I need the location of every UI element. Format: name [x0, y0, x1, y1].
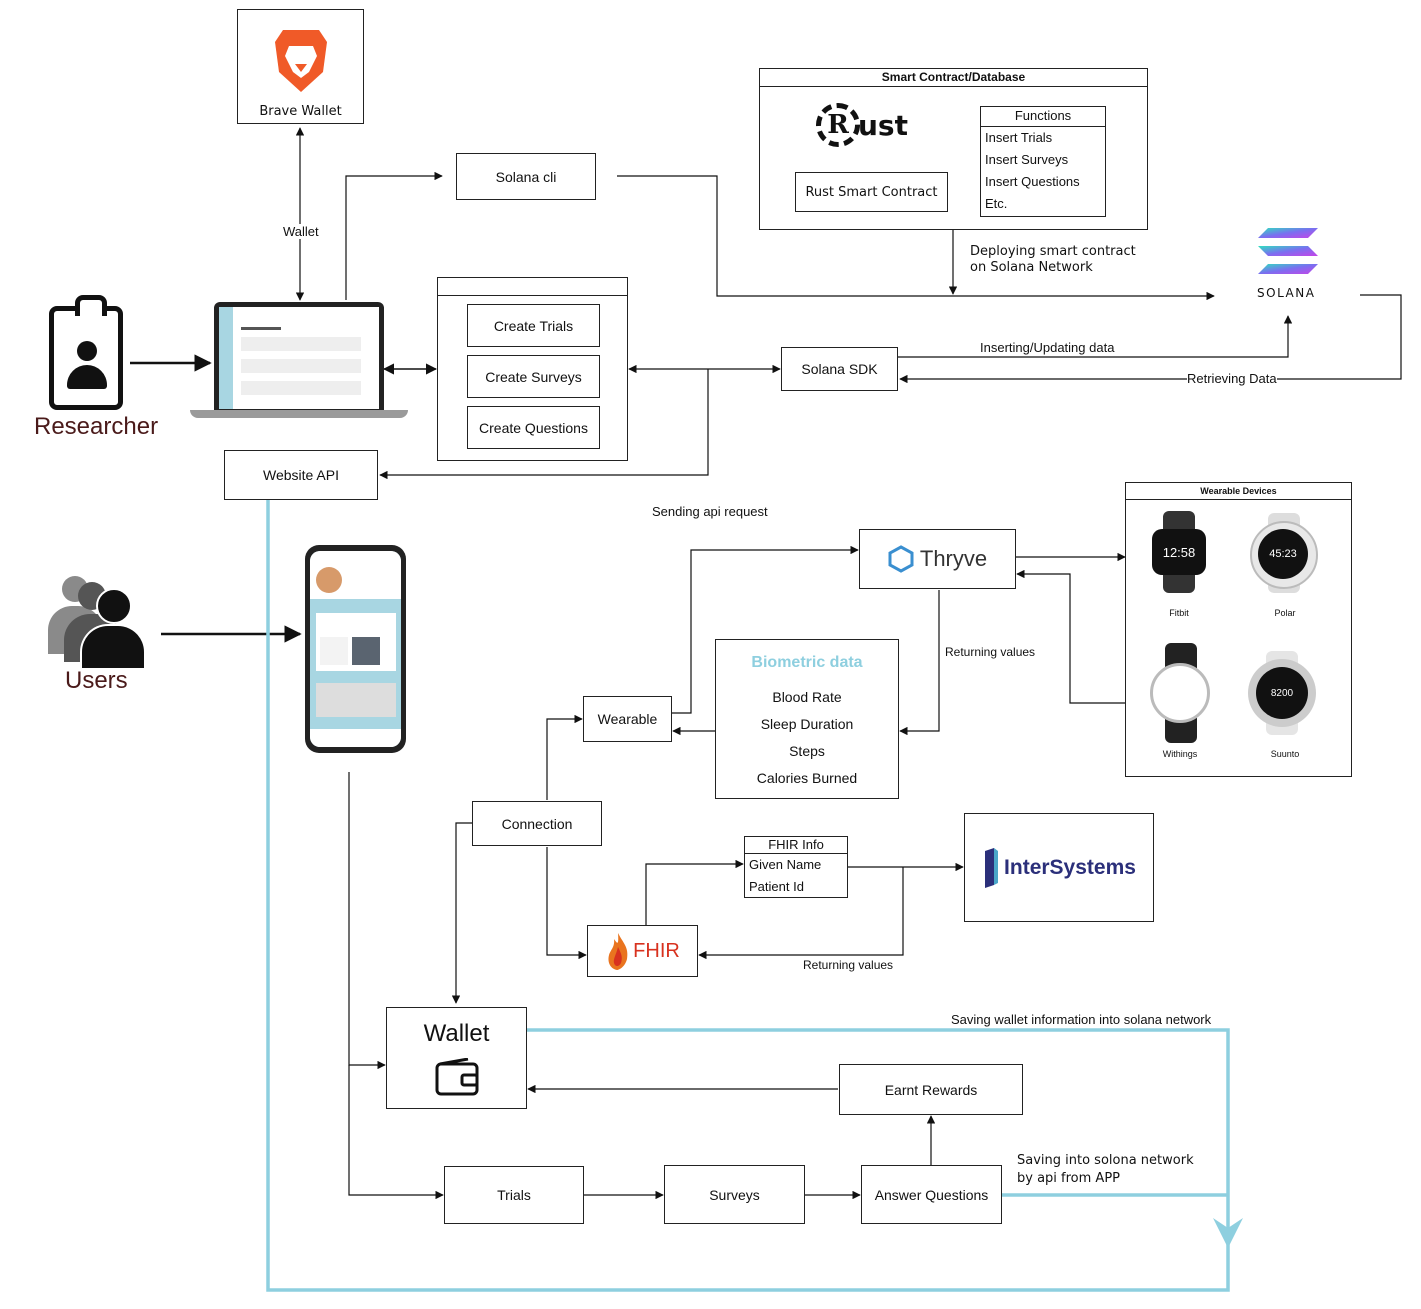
wallet-icon [435, 1058, 478, 1096]
rust-logo: R ust [816, 103, 908, 147]
connection-box: Connection [472, 801, 602, 846]
trials-box: Trials [444, 1166, 584, 1224]
polar-watch-icon: 45:23 [1246, 513, 1322, 593]
surveys-box: Surveys [664, 1165, 805, 1224]
users-group-icon [48, 576, 146, 668]
researcher-clipboard-icon [49, 295, 123, 410]
biometric-item: Blood Rate [772, 689, 842, 705]
fitbit-watch-icon: 12:58 [1146, 511, 1212, 593]
wearable-box: Wearable [583, 696, 672, 742]
saving-solona-label-1: Saving into solona network [1017, 1153, 1194, 1168]
biometric-item: Calories Burned [756, 770, 858, 786]
inserting-label: Inserting/Updating data [980, 340, 1115, 355]
brave-lion-icon [275, 30, 327, 92]
solana-cli-box: Solana cli [456, 153, 596, 200]
function-item: Insert Surveys [985, 152, 1069, 167]
smart-contract-panel: Smart Contract/Database R ust Rust Smart… [759, 68, 1148, 230]
thryve-box: Thryve [859, 529, 1016, 589]
saving-wallet-label: Saving wallet information into solana ne… [951, 1012, 1212, 1027]
function-item: Etc. [985, 196, 1008, 211]
polar-label: Polar [1274, 608, 1296, 618]
returning-values-label-2: Returning values [803, 958, 894, 972]
solana-bars-icon [1258, 228, 1318, 274]
deploying-label-2: on Solana Network [970, 260, 1093, 275]
returning-values-label-1: Returning values [945, 645, 1036, 659]
intersystems-box: InterSystems [964, 813, 1154, 922]
rust-smart-contract-box: Rust Smart Contract [795, 172, 948, 212]
suunto-label: Suunto [1270, 749, 1300, 759]
solana-cli-label: Solana cli [495, 168, 557, 185]
earnt-rewards-box: Earnt Rewards [839, 1064, 1023, 1115]
brave-wallet-label: Brave Wallet [259, 104, 342, 119]
biometric-item: Sleep Duration [760, 716, 854, 732]
solana-logo: SOLANA [1244, 218, 1334, 308]
fhir-info-title: FHIR Info [745, 837, 847, 854]
rust-logo-text: ust [858, 108, 908, 142]
wearable-devices-panel: Wearable Devices 12:58 Fitbit 45:23 Pola… [1125, 482, 1352, 777]
users-label: Users [65, 667, 128, 694]
retrieving-label: Retrieving Data [1187, 371, 1277, 386]
wallet-edge-label: Wallet [283, 224, 319, 239]
smart-contract-title: Smart Contract/Database [760, 69, 1147, 87]
website-api-box: Website API [224, 450, 378, 500]
suunto-watch-icon: 8200 [1244, 651, 1320, 735]
wallet-box: Wallet [386, 1007, 527, 1109]
laptop-icon [190, 302, 408, 420]
researcher-label: Researcher [34, 413, 159, 440]
fhir-flame-icon [608, 933, 628, 970]
wearable-devices-title: Wearable Devices [1126, 483, 1351, 500]
function-item: Insert Trials [985, 130, 1053, 145]
deploying-label-1: Deploying smart contract [970, 244, 1136, 259]
sending-api-label: Sending api request [652, 504, 768, 519]
create-trials-box: Create Trials [467, 304, 600, 347]
withings-watch-icon [1148, 643, 1214, 743]
function-item: Insert Questions [985, 174, 1080, 189]
rust-gear-icon: R [816, 103, 860, 147]
fitbit-label: Fitbit [1169, 608, 1189, 618]
solana-sdk-box: Solana SDK [781, 347, 898, 391]
fhir-info-table: FHIR Info Given Name Patient Id [744, 836, 848, 898]
answer-questions-box: Answer Questions [861, 1165, 1002, 1224]
create-panel: Create Trials Create Surveys Create Ques… [437, 277, 628, 461]
solana-logo-text: SOLANA [1257, 286, 1316, 300]
withings-label: Withings [1162, 749, 1198, 759]
create-questions-box: Create Questions [467, 406, 600, 449]
fhir-info-row: Given Name [749, 857, 822, 872]
functions-title: Functions [981, 107, 1105, 127]
saving-solona-label-2: by api from APP [1017, 1171, 1120, 1186]
biometric-data-box: Biometric data Blood Rate Sleep Duration… [715, 639, 899, 799]
brave-wallet-box: Brave Wallet [237, 9, 364, 124]
fhir-box: FHIR [587, 925, 698, 977]
thryve-hexagon-icon [888, 545, 914, 573]
biometric-title: Biometric data [751, 654, 863, 671]
fhir-info-row: Patient Id [749, 879, 804, 894]
rust-smart-contract-label: Rust Smart Contract [805, 184, 938, 200]
create-surveys-box: Create Surveys [467, 355, 600, 398]
phone-icon [305, 545, 406, 753]
intersystems-logo-icon [985, 847, 999, 888]
functions-table: Functions Insert Trials Insert Surveys I… [980, 106, 1106, 217]
biometric-item: Steps [789, 743, 825, 759]
